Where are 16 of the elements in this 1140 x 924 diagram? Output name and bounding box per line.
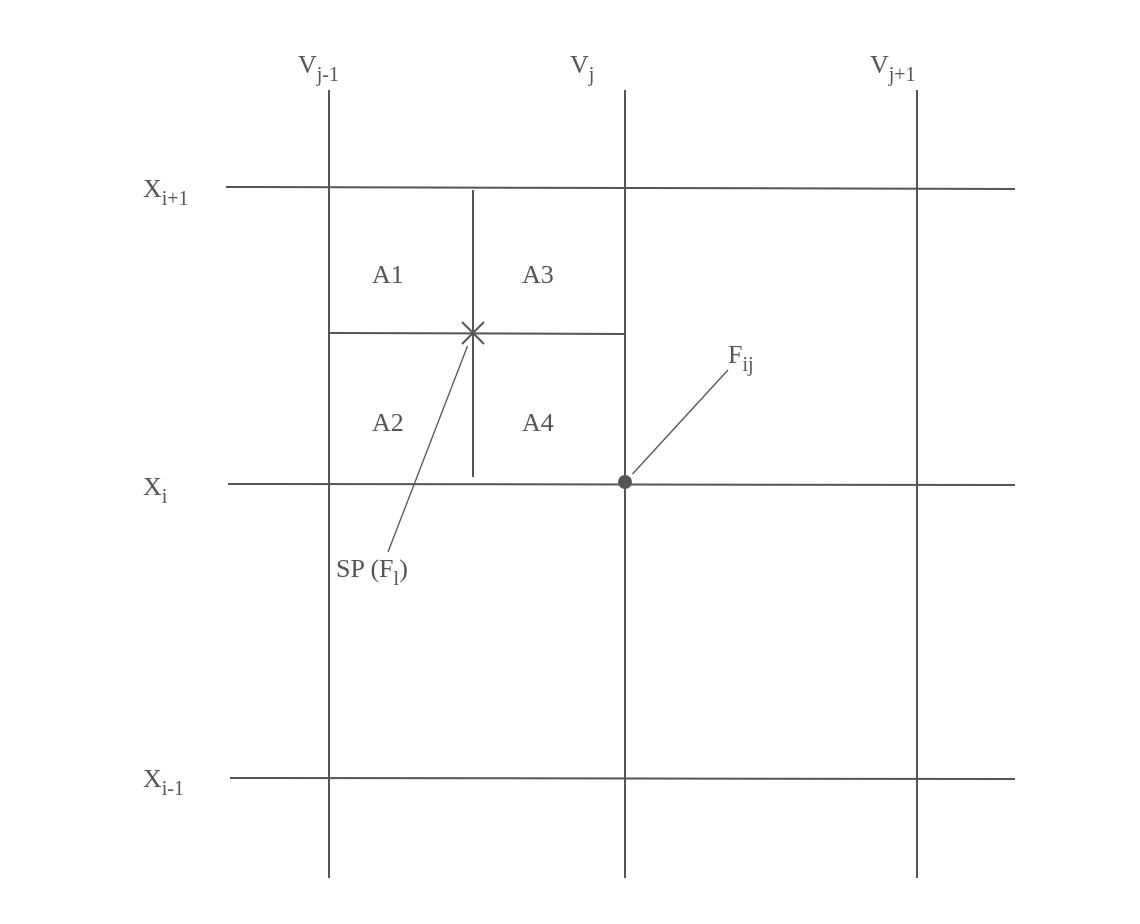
grid-label: V$_{j-1}$ (298, 52, 339, 84)
grid-label: X$_{i-1}$ (143, 766, 184, 798)
leader-line (631, 369, 729, 475)
grid-label: V$_{j}$ (570, 52, 595, 84)
point-label: SP (F$_{l}$) (336, 556, 408, 588)
grid-label: A3 (522, 262, 554, 288)
grid-label: A1 (372, 262, 404, 288)
leader-line (387, 345, 469, 553)
grid-label: A4 (522, 410, 554, 436)
point-dot (617, 474, 633, 490)
cross-mark (460, 320, 486, 346)
point-label: F$_{ij}$ (728, 342, 754, 374)
grid-label: X$_{i+1}$ (143, 176, 189, 208)
grid-label: V$_{j+1}$ (870, 52, 916, 84)
grid-label: A2 (372, 410, 404, 436)
grid-label: X$_{i}$ (143, 474, 168, 506)
